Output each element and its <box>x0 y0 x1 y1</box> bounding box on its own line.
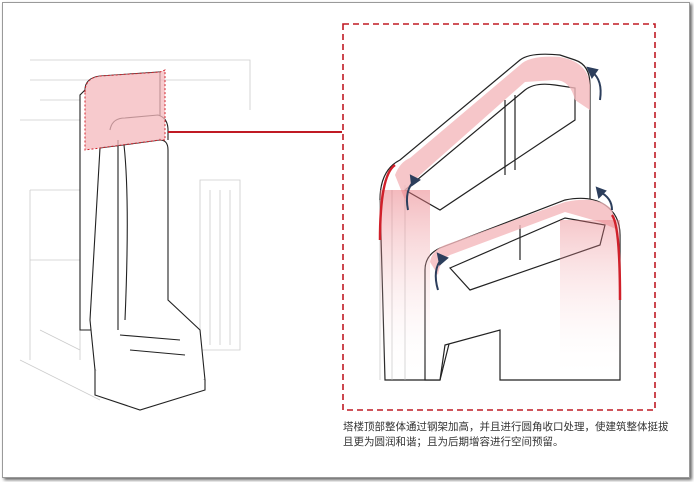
fade-gradient-left <box>380 190 430 380</box>
caption-text: 塔楼顶部整体通过钢架加高，并且进行圆角收口处理，使建筑整体挺拔且更为圆润和谐；且… <box>343 421 669 448</box>
arrow-icons <box>405 66 613 291</box>
detail-box <box>342 23 656 411</box>
red-edge-left <box>378 163 396 241</box>
detail-top-highlight <box>395 56 590 200</box>
detail-lower-highlight <box>430 199 618 275</box>
highlighted-top <box>84 69 166 151</box>
red-edge-right <box>610 214 622 301</box>
fade-gradient-right <box>560 220 620 380</box>
